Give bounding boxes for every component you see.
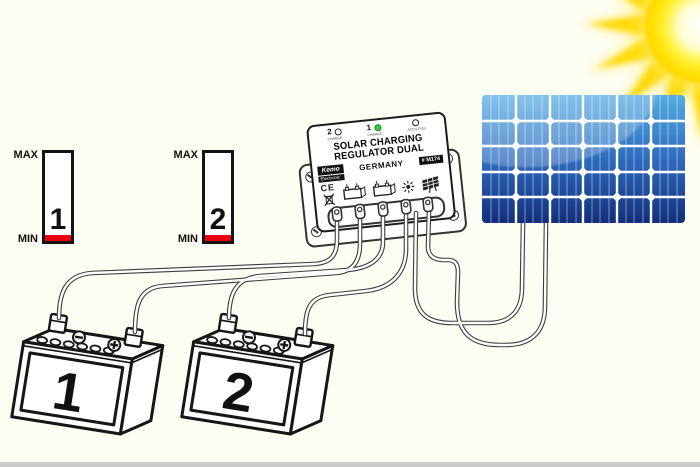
weee-bin-icon	[323, 193, 335, 207]
ce-mark-label: CE	[319, 182, 336, 194]
battery-2: 2	[180, 312, 335, 436]
gauge2-level-fill	[205, 235, 231, 241]
battery-label-panel	[19, 351, 125, 427]
gauge1-level-fill	[45, 235, 71, 241]
led1-number: 1	[366, 122, 372, 133]
battery2-level-gauge: 2	[202, 150, 234, 244]
led2-number: 2	[326, 127, 333, 137]
gauge1-min-label: MIN	[17, 233, 38, 245]
gauge2-max-label: MAX	[173, 149, 198, 161]
battery1-charge-led	[373, 123, 382, 132]
gauge1-number: 1	[49, 203, 67, 236]
positive-post	[293, 326, 314, 348]
accu-full-caption: ACCU FULL	[406, 125, 427, 132]
bottom-edge-strip	[0, 462, 700, 467]
mini-battery1-icon	[372, 180, 396, 197]
negative-post	[217, 312, 239, 334]
solar-panel	[482, 95, 685, 223]
battery-1: 1	[10, 312, 165, 436]
battery2-charge-led	[334, 127, 343, 136]
battery-label-panel	[189, 351, 295, 427]
gauge2-min-label: MIN	[177, 233, 198, 245]
model-label: # M174	[418, 154, 444, 166]
regulator-body: 2 CHARGE 1 CHARGE ACCU FULL SOLAR CHA	[305, 111, 457, 234]
battery-side-face	[288, 344, 335, 436]
mini-solar-panel-icon	[421, 176, 439, 193]
negative-post	[47, 312, 69, 334]
mini-battery2-icon	[342, 183, 366, 200]
country-label: GERMANY	[358, 158, 404, 173]
battery-side-face	[118, 344, 165, 436]
battery1-level-gauge: 1	[42, 150, 74, 244]
gauge1-max-label: MAX	[13, 149, 38, 161]
charge-regulator: 2 CHARGE 1 CHARGE ACCU FULL SOLAR CHA	[292, 109, 474, 251]
battery-cell-caps	[36, 336, 115, 355]
sun	[577, 0, 700, 150]
panel-sheen	[482, 95, 685, 223]
gauge2-number: 2	[209, 203, 227, 236]
positive-post	[123, 326, 144, 348]
mini-sun-icon	[401, 180, 414, 193]
